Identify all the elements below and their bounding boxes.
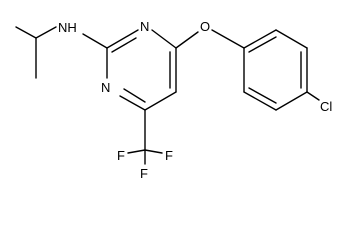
bond-ar1-ar2 [243,29,277,49]
bond-ar2-ar3 [275,29,308,49]
bond-ar-cl [306,91,320,101]
bond-c5-c4 [144,91,177,111]
atom-label-n2: N [101,80,110,95]
atom-label-f1: F [117,148,125,163]
chemical-structure: N​H N N O Cl F F F [15,19,332,181]
atom-label-o: O [200,19,210,34]
bond-cf3-f2 [127,149,146,154]
bond-c6-o [175,31,199,49]
atom-label-cl: Cl [320,99,332,114]
atom-label-n1: N [140,19,149,34]
bond-methyl-top [15,26,37,39]
atom-label-nh: N​H [58,20,77,35]
bond-c2-n1-double [111,37,137,53]
bond-c4-n3-double [123,88,146,103]
bond-o-ar [211,29,245,49]
bond-c2-n1 [106,29,139,49]
bond-cf3-f3 [144,149,163,154]
bond-ar5-ar6-double [248,87,277,104]
bond-c4-n3 [119,95,146,111]
bond-nh-c2 [82,33,108,49]
bond-ch-nh [35,26,57,39]
atom-label-f2: F [165,148,173,163]
bond-ar4-ar5 [275,91,308,111]
structure-canvas: N​H N N O Cl F F F [15,19,332,181]
bond-ar1-ar2-double [248,36,277,53]
bond-ar5-ar6 [243,91,277,111]
atom-label-f3: F [140,166,148,181]
bond-n1-c6 [151,29,177,49]
